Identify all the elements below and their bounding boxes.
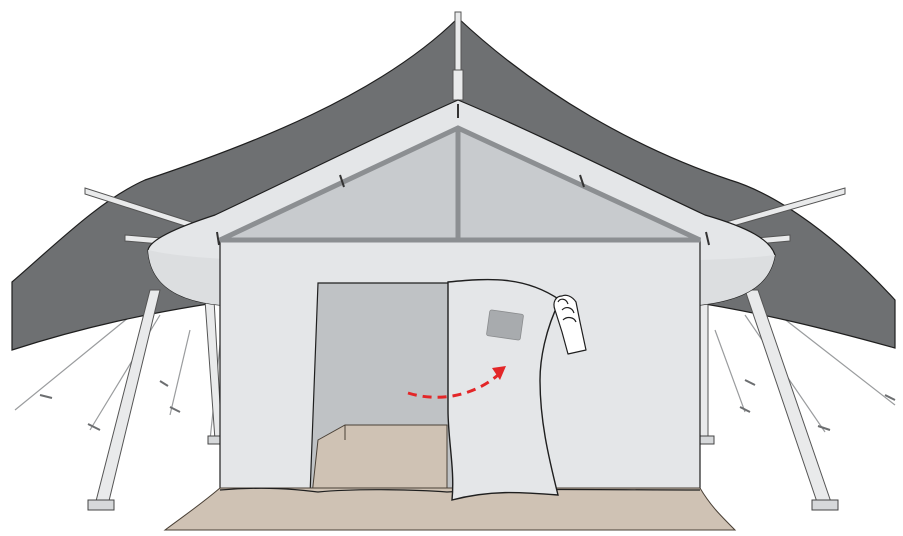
ground-sheet bbox=[165, 488, 735, 530]
interior-floor bbox=[312, 425, 447, 495]
door-patch-icon bbox=[486, 310, 523, 340]
